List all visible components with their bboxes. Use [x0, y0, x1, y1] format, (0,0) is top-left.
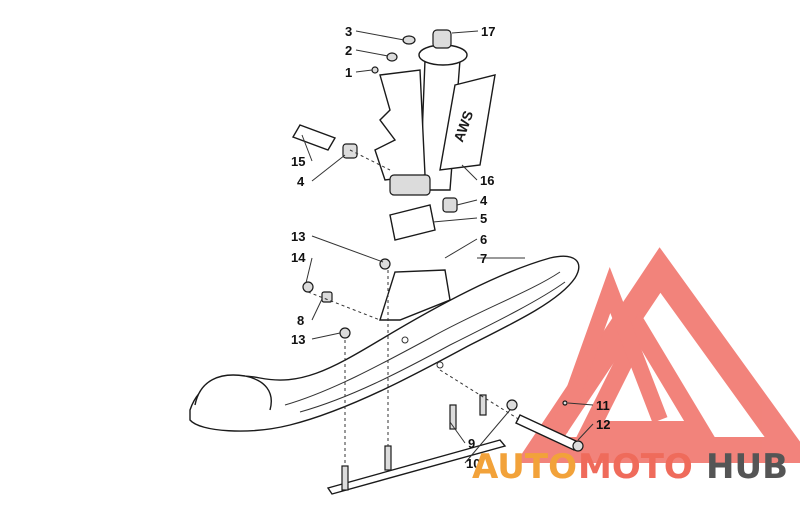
- assembly-dash-lines: [307, 149, 521, 466]
- part-12-bolt-head: [572, 440, 584, 452]
- decal-panel: [439, 74, 496, 171]
- part-11-cotter-pin: [562, 400, 568, 406]
- part-3-washer: [402, 35, 416, 45]
- callout-labels: 3 2 1 17 15 4 16 4 5 13 6 14 7 8 13 11 1…: [291, 24, 610, 471]
- logo-m-stroke: [552, 266, 668, 433]
- part-4-bushing-left: [342, 143, 358, 159]
- ski-tip-loop: [194, 374, 272, 411]
- callout-2: 2: [345, 43, 352, 58]
- callout-12: 12: [596, 417, 610, 432]
- watermark-wordmark: AUTO MOTO HUB: [472, 447, 788, 487]
- part-12-bolt: [515, 414, 579, 451]
- part-1-pin: [371, 66, 379, 74]
- spindle-assembly: AWS: [374, 29, 496, 241]
- part-17-plug: [432, 29, 452, 49]
- callout-3: 3: [345, 24, 352, 39]
- ski-inner-channel: [284, 271, 561, 406]
- callout-7: 7: [480, 251, 487, 266]
- ski-spindle-mount: [379, 269, 451, 321]
- bracket-lower: [389, 174, 431, 196]
- wear-bar-stud-4: [479, 394, 487, 416]
- callout-4-left: 4: [297, 174, 305, 189]
- watermark-auto: AUTO: [472, 447, 577, 487]
- callout-9: 9: [468, 436, 475, 451]
- watermark-logo: [515, 247, 800, 463]
- logo-triangle-outer: [515, 247, 800, 463]
- wear-bar-stud-1: [341, 465, 349, 491]
- callout-16: 16: [480, 173, 494, 188]
- callout-14: 14: [291, 250, 306, 265]
- ski-assembly: [189, 255, 580, 432]
- part-2-nut: [386, 52, 398, 62]
- hardware-parts: [291, 35, 584, 452]
- mount-hole-1: [401, 336, 409, 344]
- part-13-nut-upper: [379, 258, 391, 270]
- part-4-bushing-right: [442, 197, 458, 213]
- callout-5: 5: [480, 211, 487, 226]
- ski-inner-channel-2: [299, 281, 566, 413]
- part-13-nut-lower: [339, 327, 351, 339]
- callout-13-lower: 13: [291, 332, 305, 347]
- wear-bar-stud-3: [449, 404, 457, 430]
- callout-4-right: 4: [480, 193, 488, 208]
- watermark-hub: HUB: [706, 447, 788, 487]
- callout-8: 8: [297, 313, 304, 328]
- callout-6: 6: [480, 232, 487, 247]
- watermark-moto: MOTO: [578, 447, 693, 487]
- callout-1: 1: [345, 65, 352, 80]
- callout-17: 17: [481, 24, 495, 39]
- leader-lines: [301, 30, 594, 464]
- part-14-washer: [302, 281, 314, 293]
- logo-triangle-inner: [575, 311, 716, 439]
- part-15-bushing: [291, 124, 337, 151]
- bracket-upper: [374, 69, 426, 181]
- callout-10: 10: [466, 456, 480, 471]
- part-10-washer: [506, 399, 518, 411]
- callout-15: 15: [291, 154, 305, 169]
- wear-bar-rod: [326, 439, 507, 495]
- wear-bar: [326, 394, 507, 495]
- wear-bar-stud-2: [384, 445, 392, 471]
- ski-body: [189, 255, 580, 432]
- callout-13-upper: 13: [291, 229, 305, 244]
- mount-hole-2: [436, 361, 444, 369]
- spindle-lower-mount: [389, 204, 436, 241]
- callout-11: 11: [596, 398, 610, 413]
